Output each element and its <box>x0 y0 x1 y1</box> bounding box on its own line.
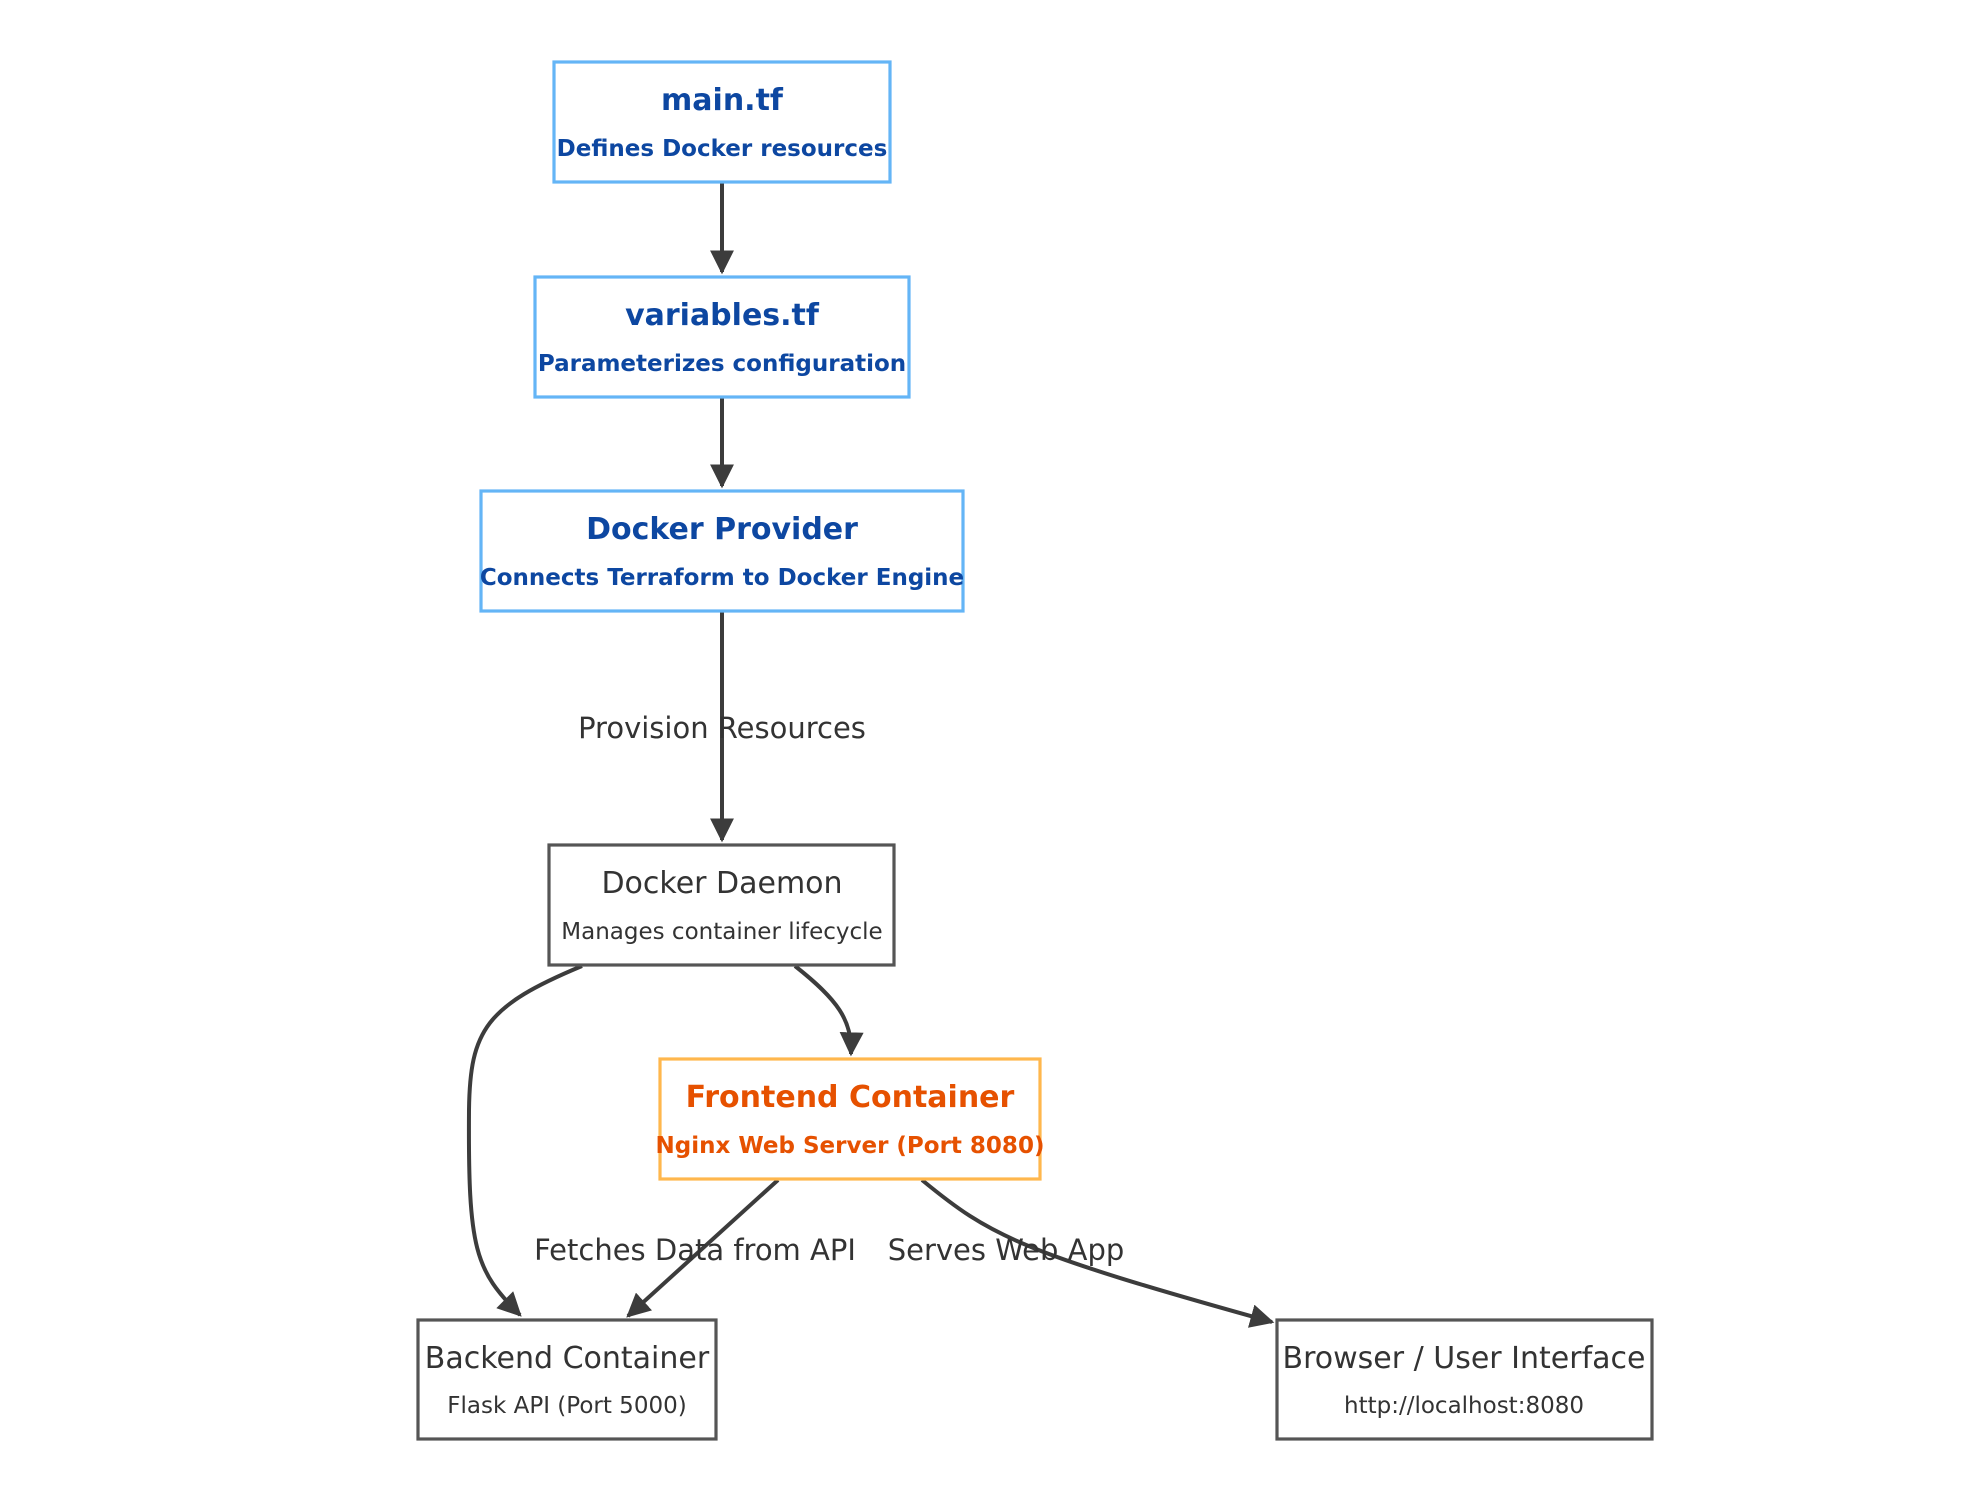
edge-frontend-to-browser <box>920 1178 1275 1328</box>
node-docker-provider-subtitle: Connects Terraform to Docker Engine <box>480 565 964 591</box>
node-main-tf-subtitle: Defines Docker resources <box>557 136 888 162</box>
edge-daemon-to-backend <box>466 964 583 1317</box>
node-docker-provider-title: Docker Provider <box>586 512 858 547</box>
node-browser-ui-subtitle: http://localhost:8080 <box>1344 1393 1584 1419</box>
node-variables-tf-title: variables.tf <box>625 298 820 333</box>
node-docker-daemon-title: Docker Daemon <box>601 866 842 901</box>
edge-frontend-to-backend <box>626 1178 780 1318</box>
edge-labels: Provision Resources Fetches Data from AP… <box>534 711 1124 1267</box>
node-backend-container-subtitle: Flask API (Port 5000) <box>447 1393 686 1419</box>
node-main-tf: main.tf Defines Docker resources <box>552 60 892 184</box>
edge-label-fetches-data: Fetches Data from API <box>534 1233 856 1267</box>
edge-label-serves-web-app: Serves Web App <box>888 1233 1125 1267</box>
edge-daemon-to-frontend <box>793 964 864 1057</box>
edge-label-provision-resources: Provision Resources <box>578 711 866 745</box>
node-browser-ui-title: Browser / User Interface <box>1283 1341 1646 1376</box>
node-frontend-container-subtitle: Nginx Web Server (Port 8080) <box>656 1133 1045 1159</box>
node-backend-container: Backend Container Flask API (Port 5000) <box>416 1318 718 1441</box>
node-backend-container-title: Backend Container <box>425 1341 710 1376</box>
node-browser-ui: Browser / User Interface http://localhos… <box>1275 1318 1654 1441</box>
node-variables-tf: variables.tf Parameterizes configuration <box>533 275 911 399</box>
node-docker-daemon: Docker Daemon Manages container lifecycl… <box>547 843 896 967</box>
node-frontend-container-title: Frontend Container <box>686 1080 1015 1115</box>
node-frontend-container: Frontend Container Nginx Web Server (Por… <box>656 1057 1045 1181</box>
node-variables-tf-subtitle: Parameterizes configuration <box>538 351 906 377</box>
edges <box>466 183 1275 1328</box>
node-main-tf-title: main.tf <box>661 83 784 118</box>
node-docker-daemon-subtitle: Manages container lifecycle <box>561 919 882 945</box>
node-docker-provider: Docker Provider Connects Terraform to Do… <box>479 489 965 613</box>
